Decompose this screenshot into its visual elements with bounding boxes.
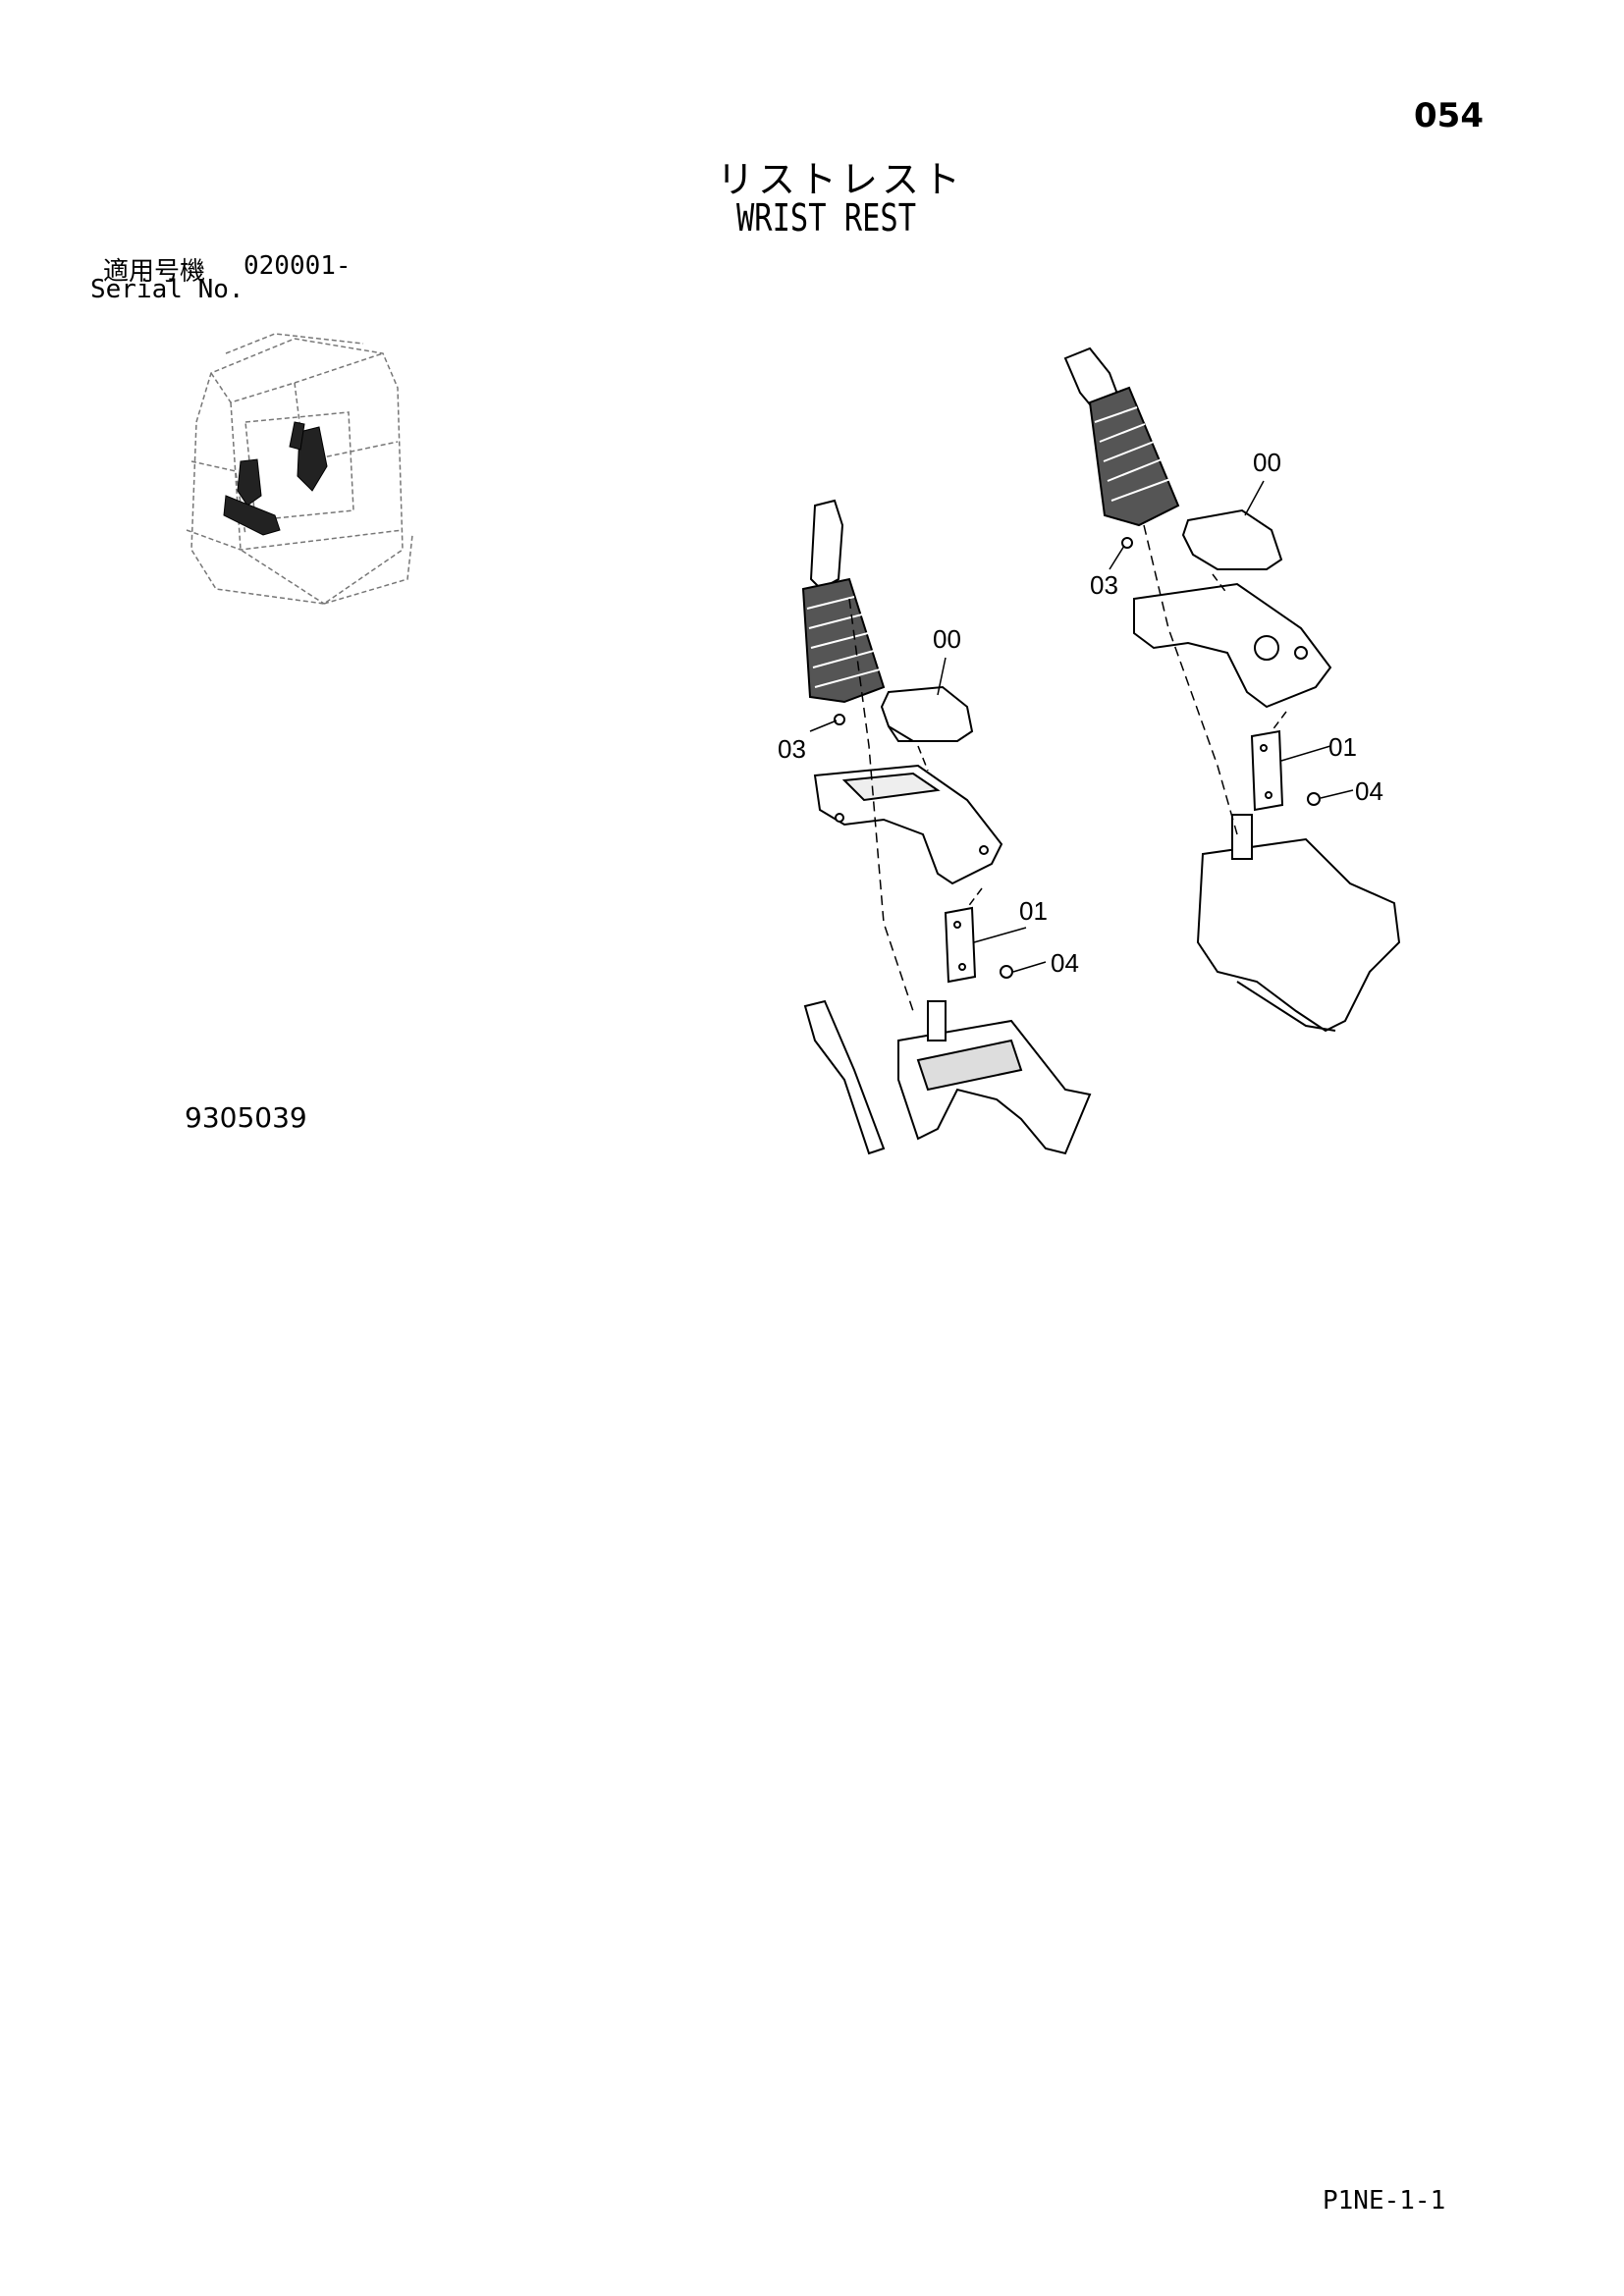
title-japanese: リストレスト — [717, 158, 965, 201]
callout-left-00: 00 — [933, 624, 961, 654]
left-bracket — [944, 906, 977, 984]
title-english: WRIST REST — [736, 196, 917, 240]
callout-right-01: 01 — [1328, 732, 1357, 762]
callout-right-04: 04 — [1355, 776, 1383, 806]
right-console-cover — [1133, 582, 1332, 709]
cab-thumbnail-levers — [223, 421, 328, 536]
callout-left-01: 01 — [1019, 896, 1048, 926]
callout-left-03: 03 — [778, 734, 806, 764]
sheet-code: P1NE-1-1 — [1323, 2186, 1446, 2216]
serial-label-english: Serial No. — [90, 275, 244, 304]
serial-label-japanese: 適用号機 — [103, 257, 206, 287]
serial-value: 020001- — [244, 251, 352, 281]
right-wrist-pad — [1181, 508, 1283, 570]
right-control-lever-assembly — [1063, 347, 1401, 1033]
page-number: 054 — [1414, 96, 1484, 135]
left-control-lever-assembly — [801, 499, 1092, 1155]
callout-right-00: 00 — [1253, 448, 1281, 477]
left-wrist-pad — [880, 685, 974, 742]
right-bracket — [1250, 729, 1284, 812]
callout-right-03: 03 — [1090, 570, 1118, 600]
right-valve-body — [1196, 837, 1401, 1033]
callout-left-04: 04 — [1051, 948, 1079, 978]
drawing-number: 9305039 — [185, 1101, 307, 1134]
leader-lines — [809, 480, 1354, 973]
left-pilot-lever — [803, 999, 886, 1155]
